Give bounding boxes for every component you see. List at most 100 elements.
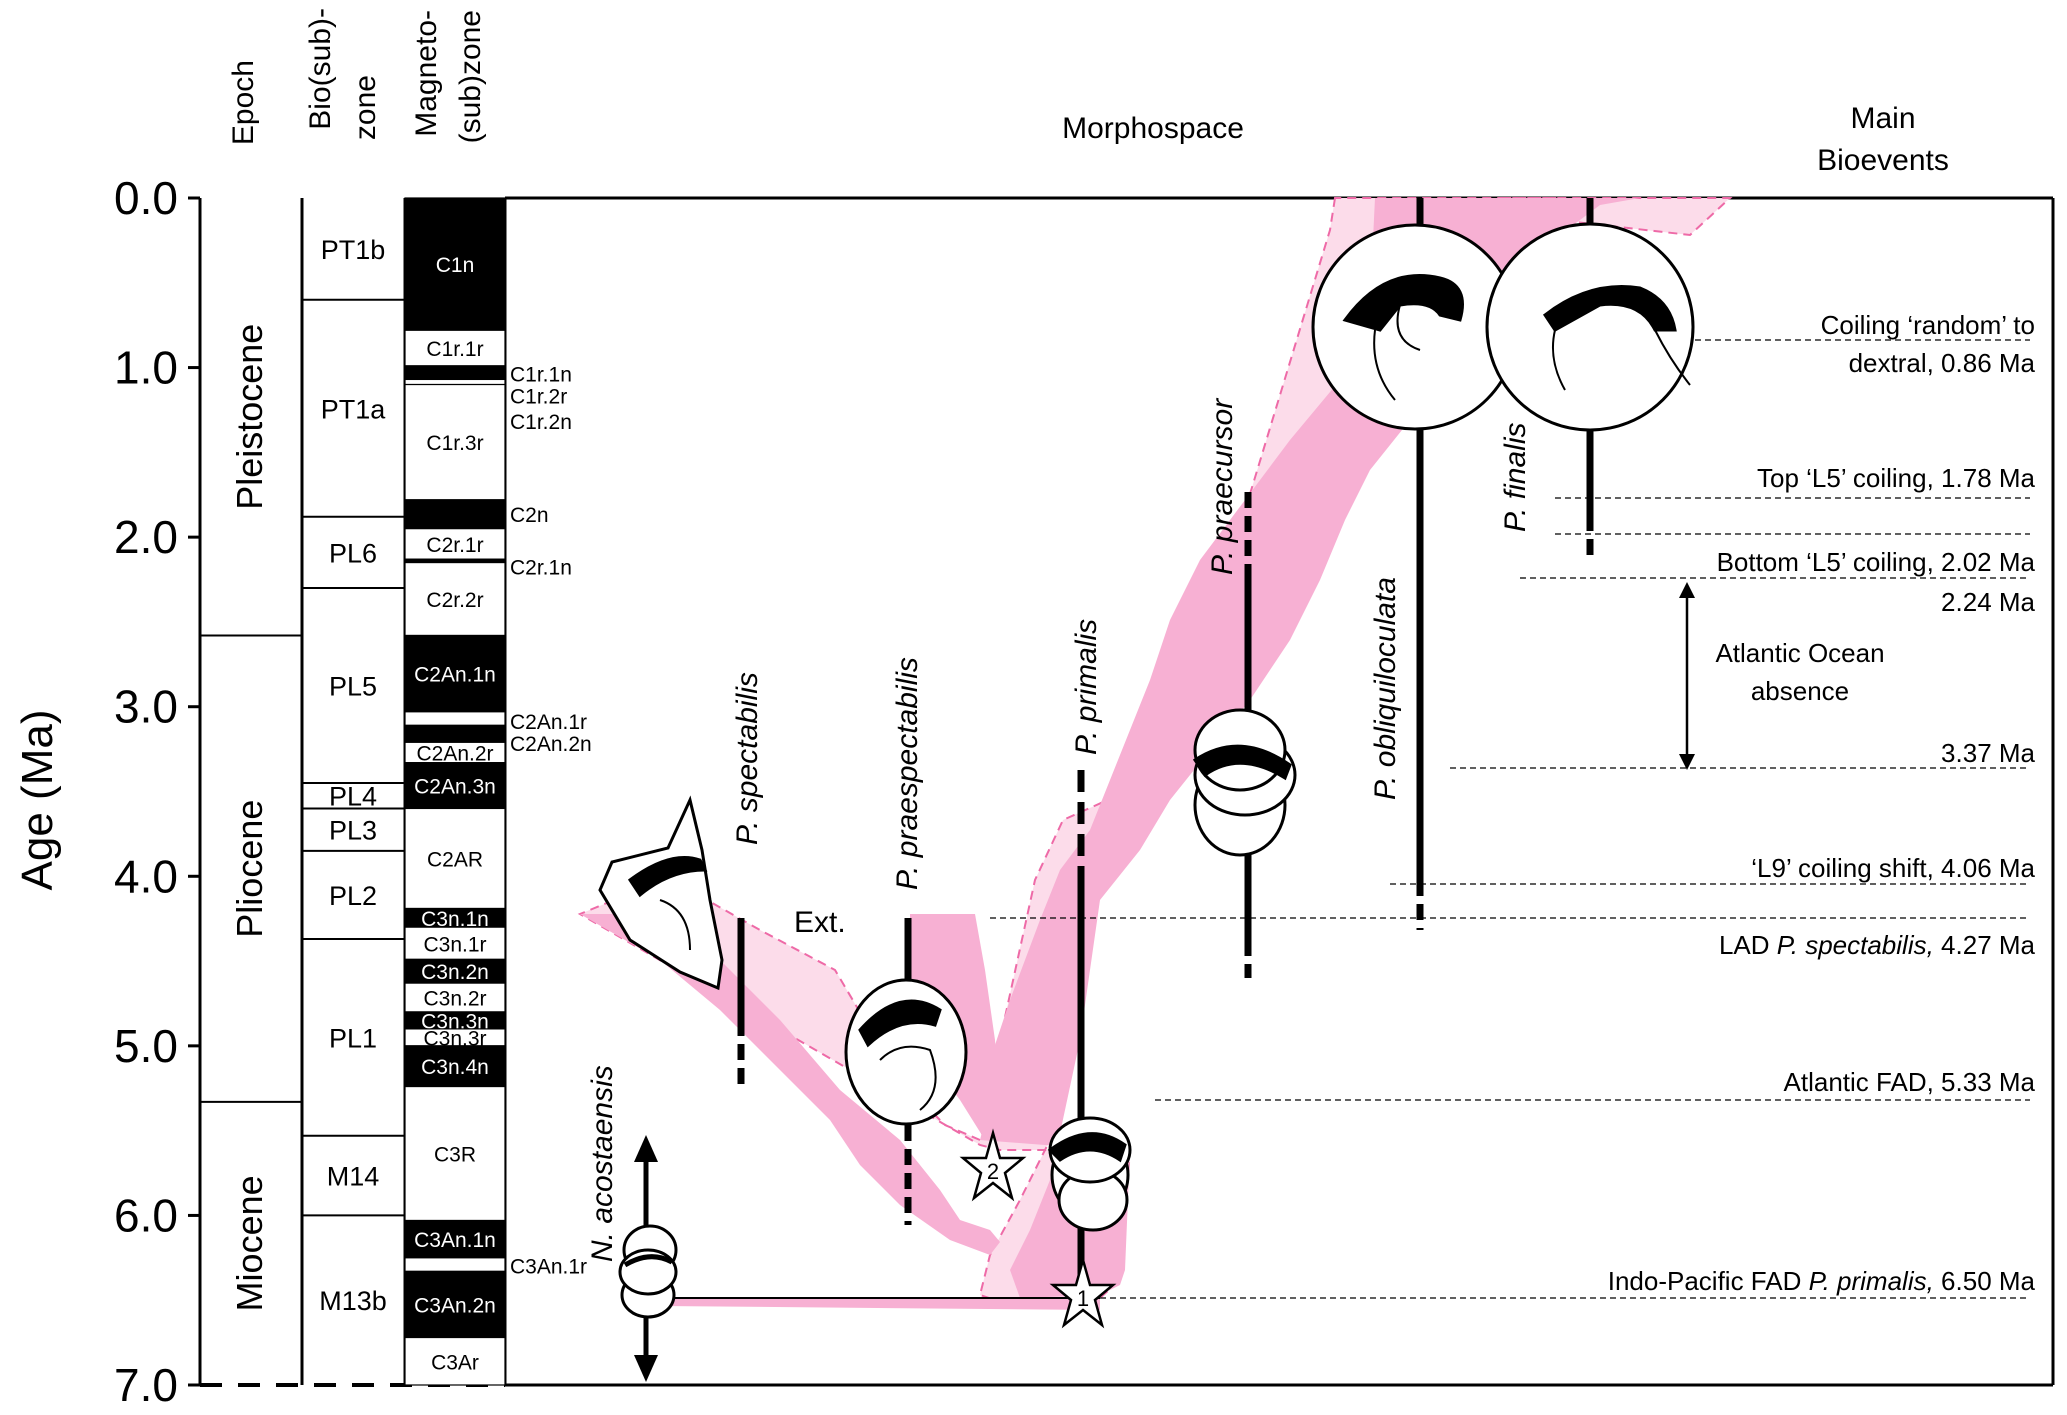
epoch-label: Pliocene xyxy=(229,800,270,938)
biozone-label: M14 xyxy=(327,1162,380,1192)
bioevent-3-37: 3.37 Ma xyxy=(1941,738,2035,768)
magnetozone-band xyxy=(404,499,506,530)
header-magnetozone-line1: Magneto- xyxy=(410,10,443,137)
biozone-label: M13b xyxy=(319,1286,387,1316)
magnetozone-label-outside: C2r.1n xyxy=(510,557,572,580)
lineage-band-inner xyxy=(980,198,1640,1298)
bioevent-indopacific-fad: Indo-Pacific FAD P. primalis, 6.50 Ma xyxy=(1608,1266,2036,1296)
bioevent-coiling-random-line1: Coiling ‘random’ to xyxy=(1821,310,2035,340)
acostaensis-link-band xyxy=(660,1298,1100,1310)
magnetozone-label-outside: C2An.1r xyxy=(510,711,587,734)
foram-acostaensis xyxy=(618,1224,678,1319)
axis-title: Age (Ma) xyxy=(13,710,62,891)
biozone-label: PL1 xyxy=(329,1023,377,1053)
magnetozone-label-outside: C3An.1r xyxy=(510,1255,587,1278)
epoch-label: Pleistocene xyxy=(229,324,270,510)
header-morphospace: Morphospace xyxy=(1062,112,1244,145)
magnetozone-label: C2An.2r xyxy=(416,742,493,765)
species-labels: N. acostaensis P. spectabilis P. praespe… xyxy=(586,398,1532,1262)
header-epoch: Epoch xyxy=(227,60,260,145)
magnetozone-column: C1nC1r.1rC1r.1nC1r.2rC1r.2nC1r.3rC2nC2r.… xyxy=(404,197,592,1386)
foram-primalis xyxy=(1047,1116,1132,1232)
magnetozone-label: C1n xyxy=(436,254,475,277)
magnetozone-band xyxy=(404,1336,506,1386)
magnetozone-band xyxy=(404,762,506,810)
magnetozone-band xyxy=(404,1085,506,1222)
biozone-label: PT1b xyxy=(321,235,386,265)
magnetozone-label: C3n.3n xyxy=(421,1010,489,1033)
magnetozone-label: C3n.1r xyxy=(423,933,486,956)
magnetozone-label: C3Ar xyxy=(431,1351,479,1374)
bioevent-atlantic-fad: Atlantic FAD, 5.33 Ma xyxy=(1784,1067,2036,1097)
axis-tick-label: 4.0 xyxy=(114,850,178,902)
star-2-label: 2 xyxy=(987,1159,999,1184)
absence-label-line2: absence xyxy=(1751,676,1849,706)
magnetozone-label: C1r.1r xyxy=(426,338,483,361)
extinction-label: Ext. xyxy=(794,906,846,939)
header-biozone-line2: zone xyxy=(349,75,382,140)
axis-tick-label: 2.0 xyxy=(114,511,178,563)
magnetozone-band xyxy=(404,711,506,726)
axis-tick-label: 3.0 xyxy=(114,681,178,733)
biozone-label: PT1a xyxy=(321,394,387,424)
axis-tick-label: 7.0 xyxy=(114,1359,178,1411)
magnetozone-label: C3n.2r xyxy=(423,988,486,1011)
magnetozone-band xyxy=(404,982,506,1013)
magnetozone-band xyxy=(404,634,506,713)
foram-praecursor xyxy=(1192,708,1297,857)
magnetozone-band xyxy=(404,926,506,960)
bioevent-l9-shift: ‘L9’ coiling shift, 4.06 Ma xyxy=(1751,853,2035,883)
acostaensis-arrow-down xyxy=(634,1355,658,1382)
magnetozone-band xyxy=(404,807,506,910)
magnetozone-band xyxy=(404,383,506,501)
species-label-praecursor: P. praecursor xyxy=(1206,398,1239,575)
bioevent-bottom-l5: Bottom ‘L5’ coiling, 2.02 Ma xyxy=(1717,547,2036,577)
magnetozone-band xyxy=(404,197,506,331)
species-label-spectabilis: P. spectabilis xyxy=(731,672,764,845)
magnetozone-band xyxy=(404,329,506,367)
magnetozone-label-outside: C1r.2n xyxy=(510,411,572,434)
magnetozone-band xyxy=(404,724,506,743)
header-magnetozone-line2: (sub)zone xyxy=(454,10,487,143)
magnetozone-band xyxy=(404,1257,506,1272)
magnetozone-label: C2r.1r xyxy=(426,534,483,557)
magnetozone-label: C2r.2r xyxy=(426,589,483,612)
species-label-primalis: P. primalis xyxy=(1070,619,1103,755)
magnetozone-label-outside: C1r.1n xyxy=(510,363,572,386)
foram-finalis xyxy=(1485,222,1695,432)
foram-spectabilis xyxy=(598,795,724,991)
star-2-marker: 2 xyxy=(959,1128,1027,1202)
magnetozone-label-outside: C1r.2r xyxy=(510,385,567,408)
species-label-praespectabilis: P. praespectabilis xyxy=(891,657,924,890)
magnetozone-label: C3n.3r xyxy=(423,1027,486,1050)
axis-tick-label: 0.0 xyxy=(114,172,178,224)
magnetozone-label: C3An.1n xyxy=(414,1229,496,1252)
bioevent-coiling-random-line2: dextral, 0.86 Ma xyxy=(1849,348,2036,378)
biozone-label: PL5 xyxy=(329,672,377,702)
magnetozone-band xyxy=(404,365,506,381)
foram-praespectabilis xyxy=(844,978,968,1126)
epoch-label: Miocene xyxy=(229,1175,270,1311)
header-bioevents-line2: Bioevents xyxy=(1817,144,1949,177)
species-label-acostaensis: N. acostaensis xyxy=(586,1065,619,1262)
bioevent-labels: Coiling ‘random’ to dextral, 0.86 Ma Top… xyxy=(1608,310,2036,1296)
species-label-finalis: P. finalis xyxy=(1499,422,1532,532)
magnetozone-band xyxy=(404,561,506,637)
magnetozone-label: C2An.1n xyxy=(414,664,496,687)
star-1-marker: 1 xyxy=(1049,1255,1117,1329)
atlantic-absence-arrow: Atlantic Ocean absence xyxy=(1679,582,1885,770)
magnetozone-label: C3R xyxy=(434,1144,476,1167)
magnetozone-band xyxy=(404,1270,506,1339)
spectabilis-band xyxy=(580,914,1000,1255)
magnetozone-label-outside: C2An.2n xyxy=(510,733,592,756)
foram-obliquiloculata xyxy=(1311,223,1519,431)
header-bioevents-line1: Main xyxy=(1850,102,1915,135)
magnetozone-band xyxy=(404,378,506,386)
magnetozone-band xyxy=(404,1045,506,1088)
axis-tick-label: 5.0 xyxy=(114,1020,178,1072)
magnetozone-label: C3n.4n xyxy=(421,1056,489,1079)
absence-label-line1: Atlantic Ocean xyxy=(1715,638,1884,668)
